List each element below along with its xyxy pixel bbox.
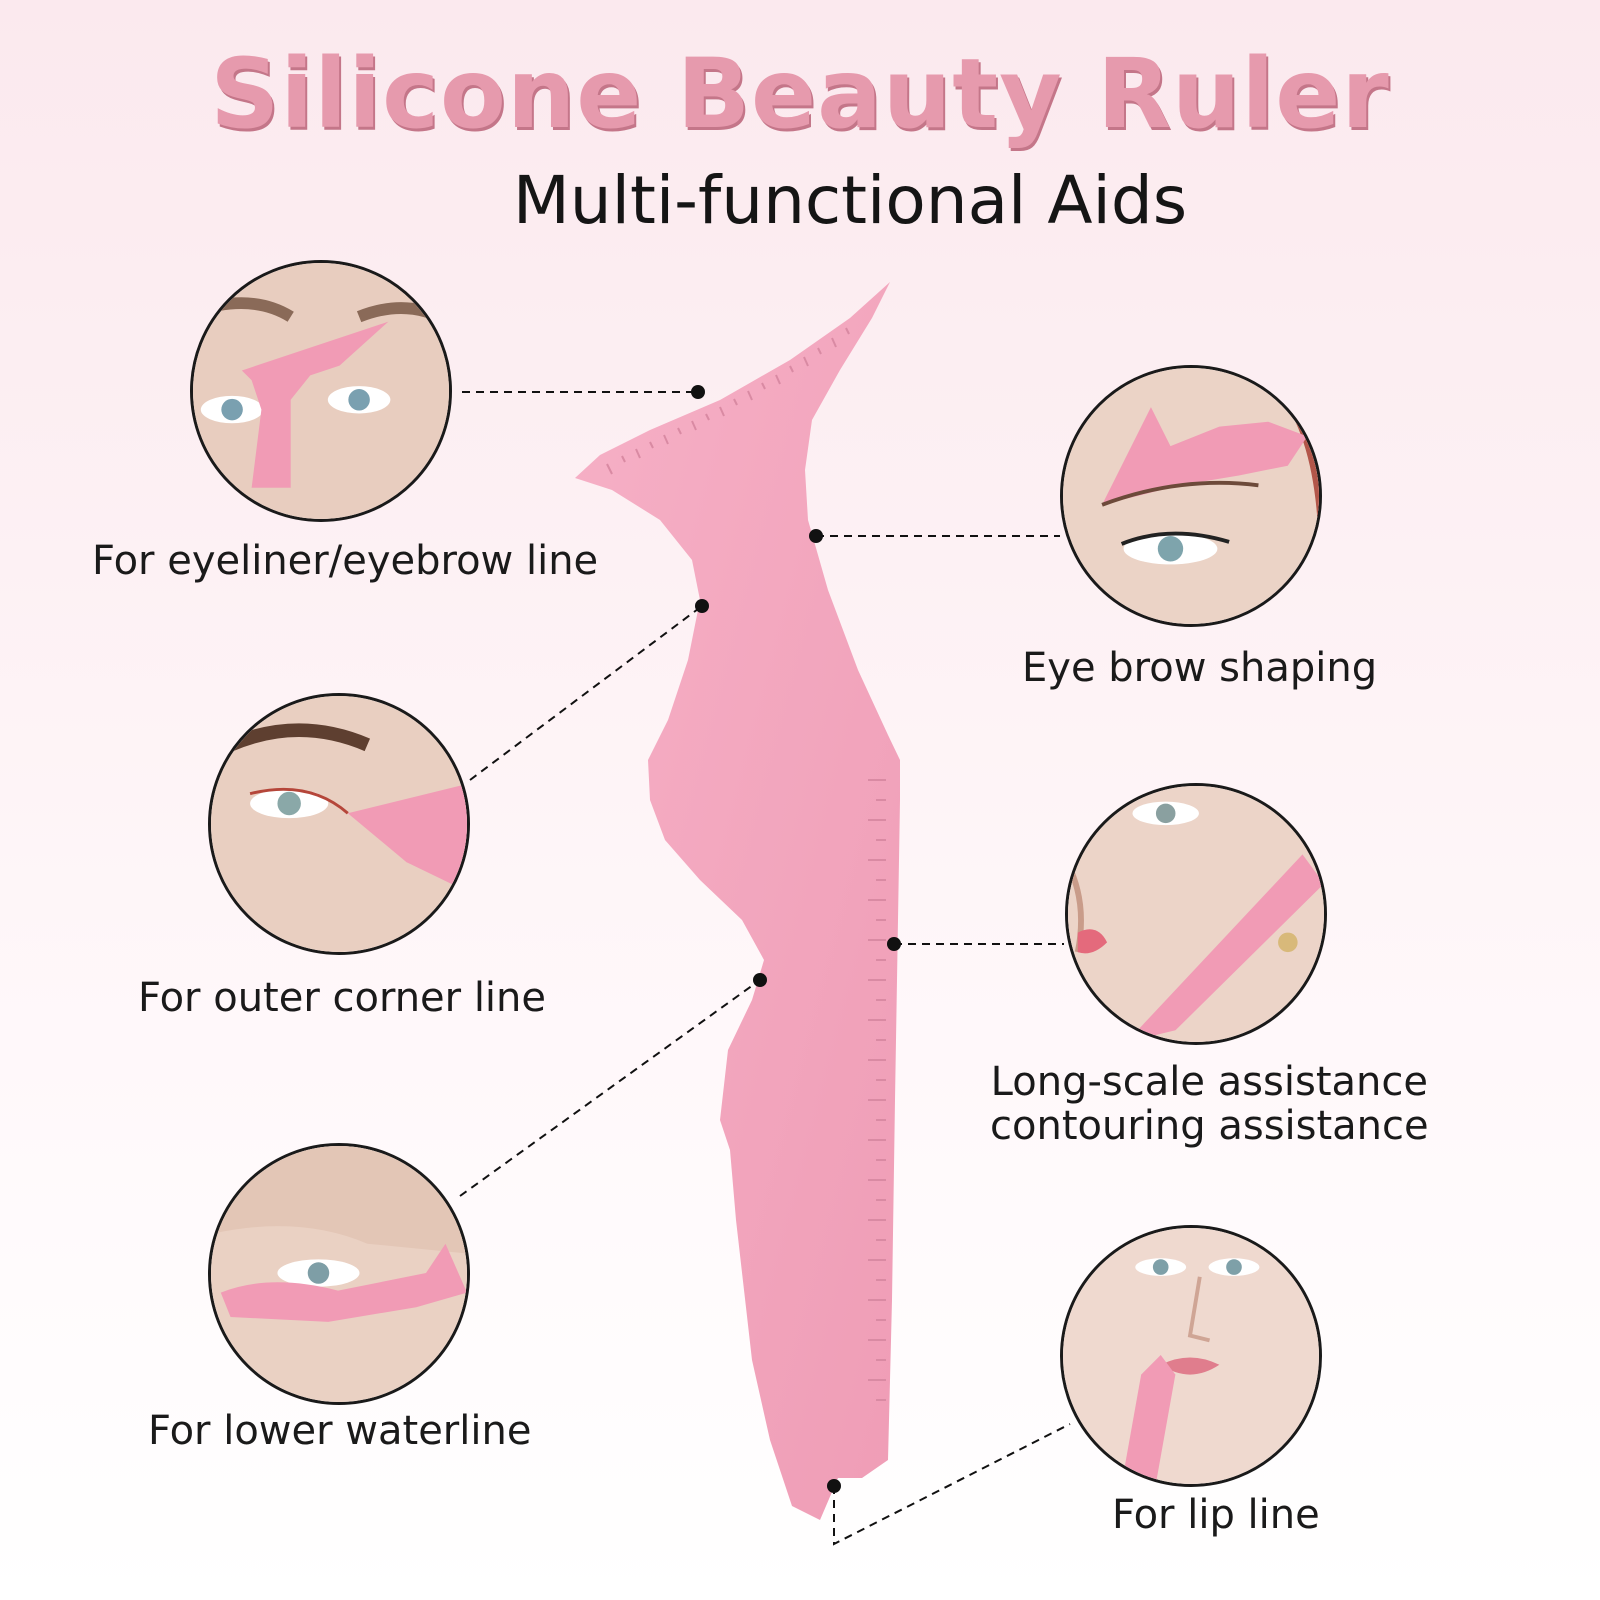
long-scale-ticks [868, 779, 886, 1401]
caption-outer-corner: For outer corner line [138, 975, 547, 1021]
silicone-ruler-shape [575, 282, 900, 1520]
caption-long-scale-line2: contouring assistance [990, 1103, 1429, 1149]
callout-dots [691, 385, 901, 1493]
photo-outer-corner [208, 693, 470, 955]
page-subtitle: Multi-functional Aids [512, 162, 1188, 239]
caption-eye-brow-shaping: Eye brow shaping [1022, 645, 1378, 691]
photo-long-scale-contouring [1065, 783, 1327, 1045]
caption-lower-waterline: For lower waterline [148, 1408, 532, 1454]
callout-lines [459, 391, 1071, 1546]
caption-lip-line: For lip line [1112, 1492, 1320, 1538]
page-title: Silicone Beauty Ruler [210, 38, 1390, 150]
photo-lip-line [1060, 1225, 1322, 1487]
photo-eyeliner-eyebrow [190, 260, 452, 522]
callout-line-outer-corner [469, 605, 703, 781]
caption-long-scale: Long-scale assistance contouring assista… [990, 1060, 1429, 1148]
caption-long-scale-line1: Long-scale assistance [990, 1059, 1428, 1105]
caption-eyeliner-eyebrow: For eyeliner/eyebrow line [92, 538, 599, 584]
callout-line-lip [833, 1423, 1071, 1546]
top-scale-ticks [606, 327, 850, 475]
photo-lower-waterline [208, 1143, 470, 1405]
photo-eye-brow-shaping [1060, 365, 1322, 627]
callout-line-waterline [459, 979, 761, 1197]
